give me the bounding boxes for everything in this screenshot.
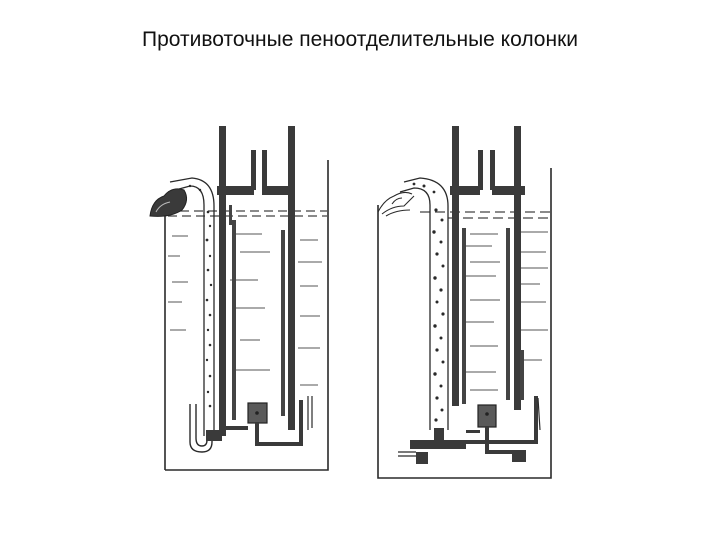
right-column-collar — [450, 150, 525, 195]
right-air-lines — [466, 427, 515, 454]
right-column-walls — [452, 126, 524, 410]
right-foam-overflow — [377, 191, 415, 217]
left-bottom-connector — [206, 430, 222, 441]
left-air-lines — [226, 400, 303, 446]
left-foam-overflow — [149, 188, 188, 217]
left-column-walls — [219, 126, 295, 436]
right-skimmer — [377, 126, 552, 479]
left-aquarium-wall — [164, 160, 329, 471]
left-water-surface — [166, 210, 327, 217]
left-skimmer — [149, 126, 329, 471]
left-water-hatching — [168, 233, 322, 386]
left-foam-pipe — [167, 177, 215, 436]
right-inlet-lines — [398, 397, 541, 457]
right-air-pump — [477, 404, 497, 428]
left-air-pump — [247, 402, 268, 424]
right-water-surface — [420, 211, 550, 219]
left-column-collar — [217, 150, 292, 195]
right-foam-pipe — [399, 177, 449, 430]
right-bottom-manifold — [410, 396, 538, 464]
right-water-hatching — [462, 231, 548, 391]
left-side-tube — [307, 396, 313, 430]
slide-title: Противоточные пеноотделительные колонки — [142, 28, 578, 51]
right-aquarium-wall — [377, 168, 552, 479]
left-u-tube — [189, 404, 213, 453]
